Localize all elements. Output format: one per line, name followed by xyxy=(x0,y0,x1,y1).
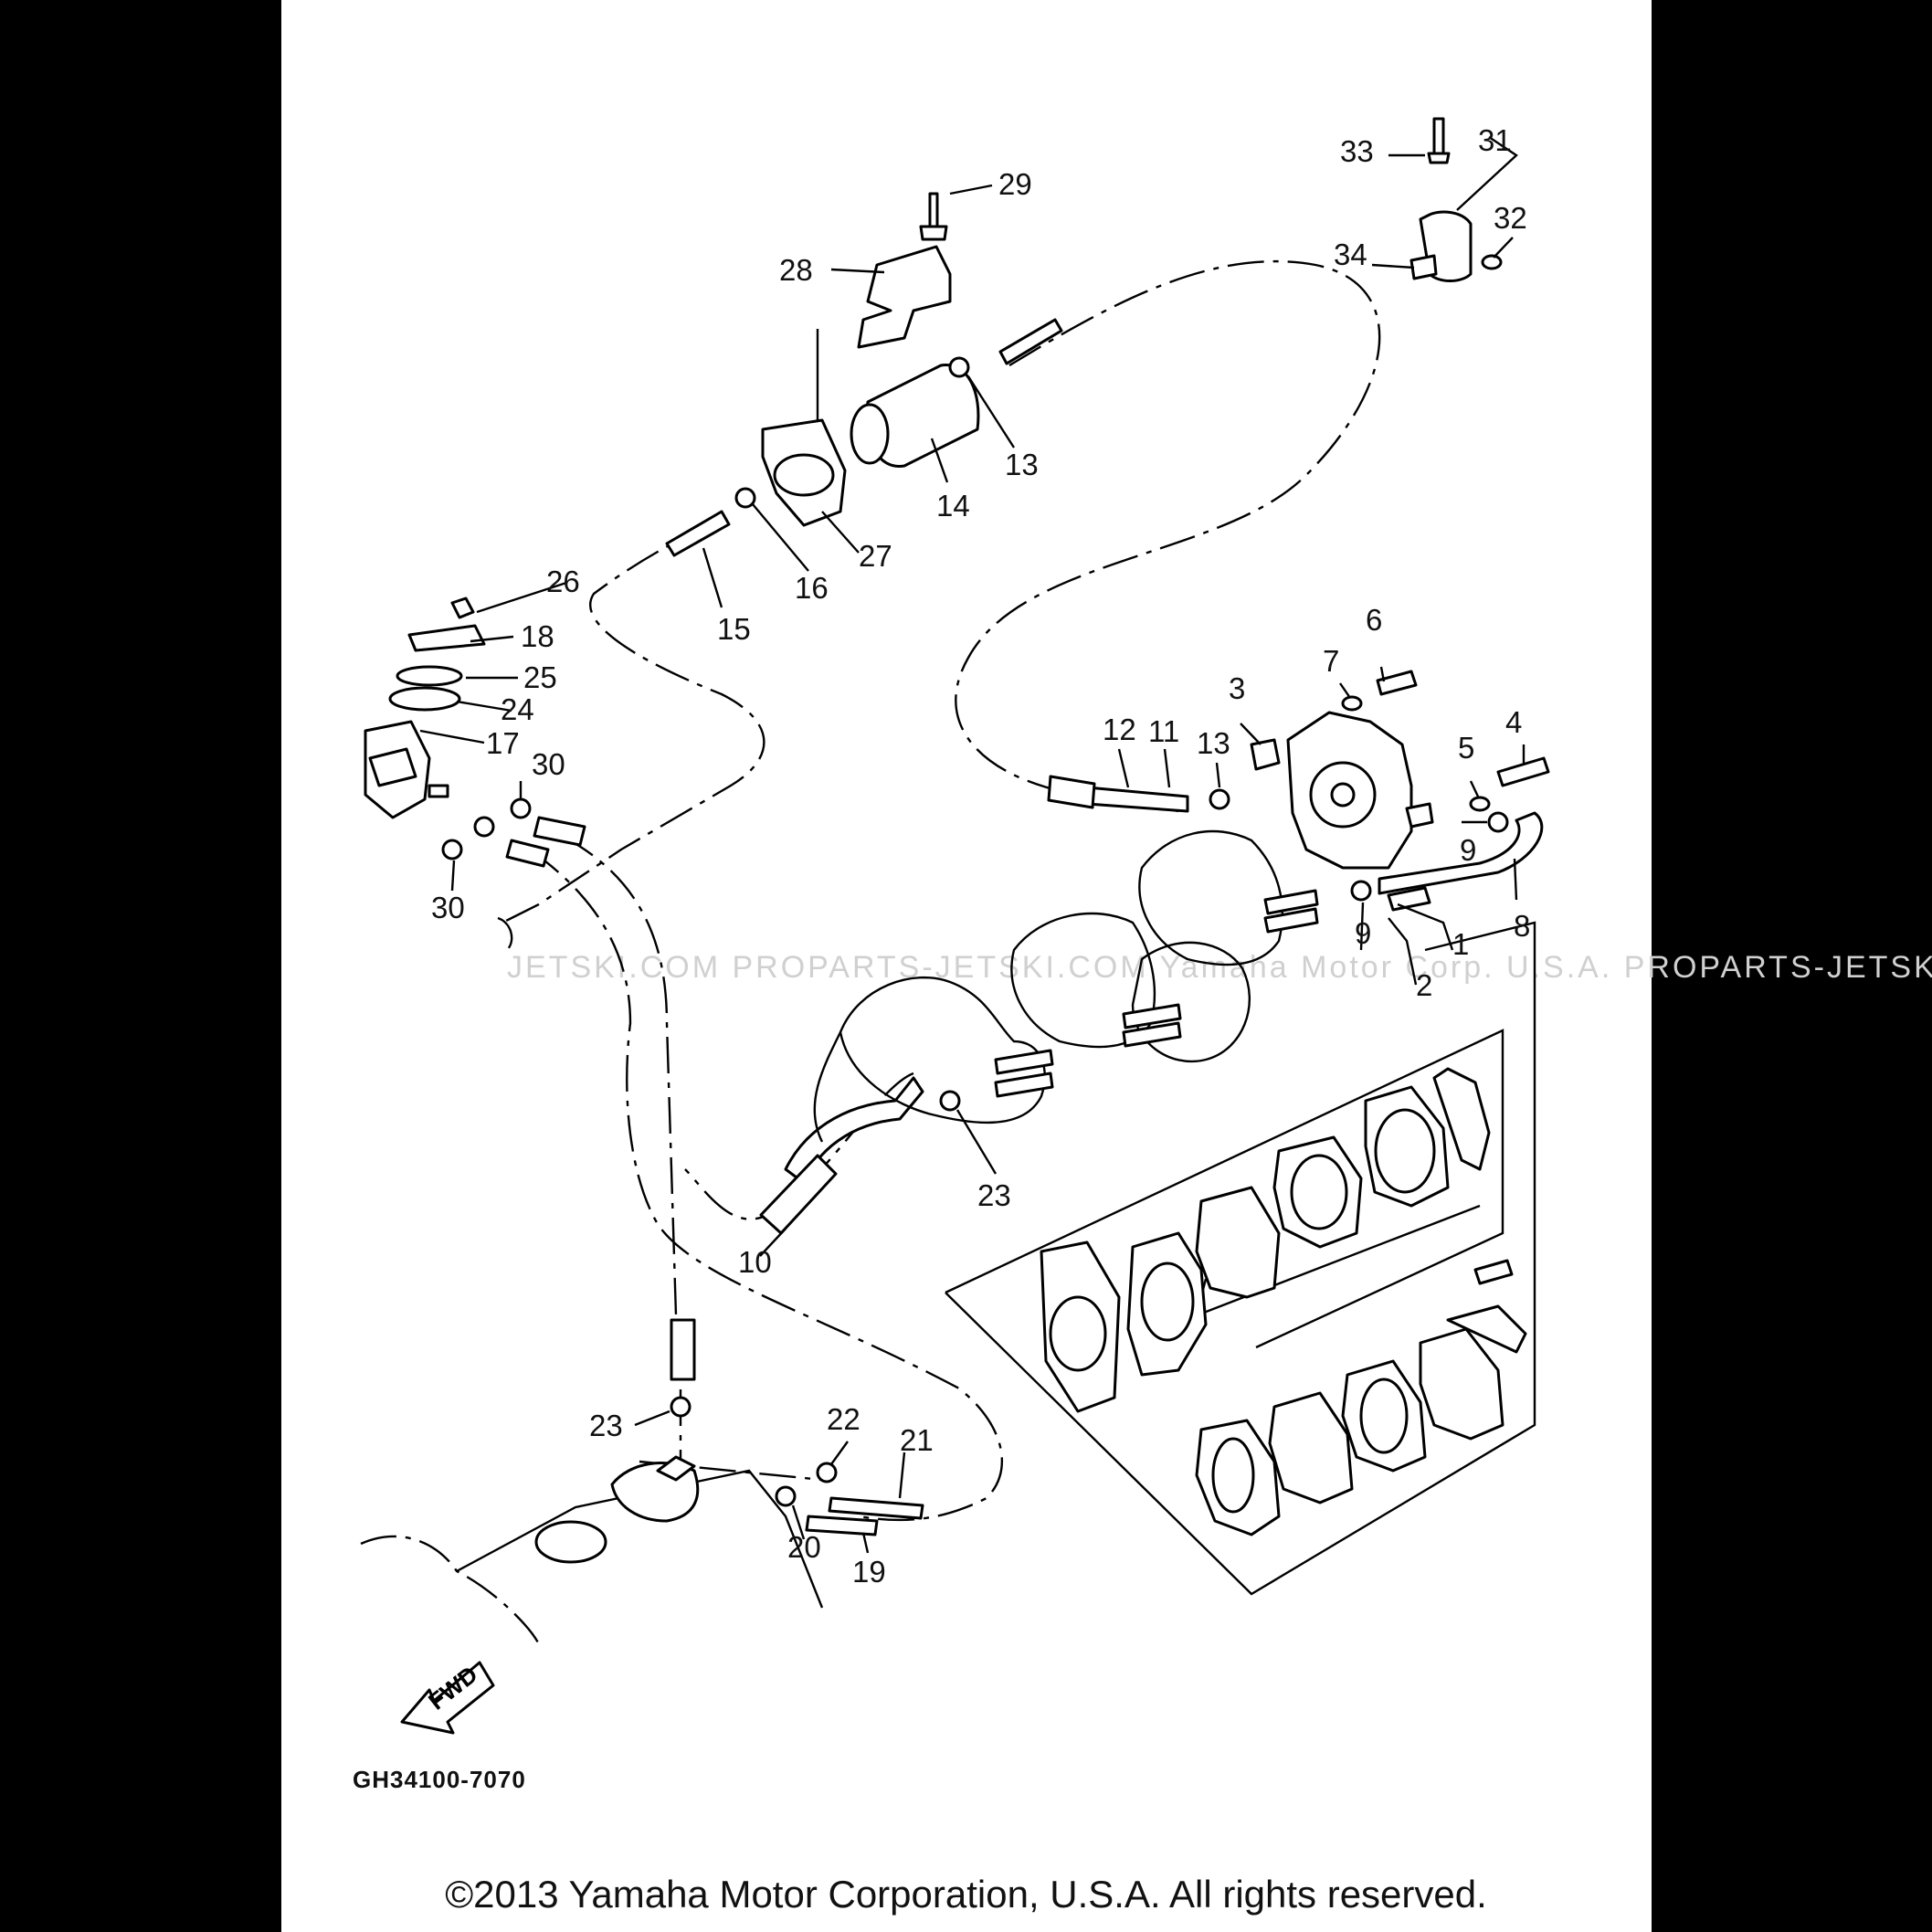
hose-21 xyxy=(828,1496,924,1520)
hose-segments xyxy=(505,318,1544,1536)
callout-10: 10 xyxy=(738,1245,772,1279)
callout-21: 21 xyxy=(900,1423,934,1457)
hose-11 xyxy=(1085,786,1189,813)
callout-9-lower: 9 xyxy=(1355,916,1371,950)
plate-18 xyxy=(407,624,486,652)
callout-23-carb: 23 xyxy=(977,1178,1011,1212)
carburetor-3 xyxy=(1138,829,1283,966)
callout-29: 29 xyxy=(998,167,1032,201)
fuel-tank xyxy=(360,1396,838,1645)
callout-13-filter: 13 xyxy=(1005,448,1039,481)
clip-30-c xyxy=(441,839,463,860)
washer-32 xyxy=(1481,254,1503,270)
washer-24 xyxy=(388,686,461,712)
part-code: GH34100-7070 xyxy=(353,1766,526,1793)
callout-18: 18 xyxy=(521,619,554,653)
callout-14: 14 xyxy=(936,489,970,523)
callout-22: 22 xyxy=(827,1402,860,1436)
hose-10-end xyxy=(759,1154,838,1235)
clamp-23-carb xyxy=(939,1090,961,1112)
clamp-9-a xyxy=(1487,811,1509,833)
callout-33: 33 xyxy=(1340,134,1374,168)
gasket-25 xyxy=(396,665,463,687)
callout-19: 19 xyxy=(852,1555,886,1589)
callout-30-upper: 30 xyxy=(532,747,565,781)
callout-23-tank: 23 xyxy=(589,1409,623,1442)
callout-30-lower: 30 xyxy=(431,891,465,924)
callout-24: 24 xyxy=(501,692,534,726)
callout-labels: 1 2 3 4 5 6 7 8 9 9 10 11 12 13 13 14 15… xyxy=(431,123,1530,1589)
callout-27: 27 xyxy=(859,539,892,573)
copyright-notice: ©2013 Yamaha Motor Corporation, U.S.A. A… xyxy=(445,1873,1487,1916)
callout-8: 8 xyxy=(1514,909,1530,943)
clip-30-b xyxy=(473,816,495,838)
callout-34: 34 xyxy=(1334,238,1367,271)
screw-29 xyxy=(919,225,948,241)
callout-32: 32 xyxy=(1494,201,1527,235)
strap-34 xyxy=(1409,254,1438,280)
pump-repair-kit-inset xyxy=(945,921,1536,1596)
clamp-22 xyxy=(816,1462,838,1483)
hose-15 xyxy=(665,510,731,557)
callout-16: 16 xyxy=(795,571,829,605)
hose-upper-end xyxy=(998,318,1063,365)
tank-cap xyxy=(534,1520,607,1564)
bolt-4 xyxy=(1496,756,1550,787)
watermark-text: JETSKI.COM PROPARTS-JETSKI.COM Yamaha Mo… xyxy=(507,950,1932,985)
fuel-filter-assembly xyxy=(734,192,980,527)
callout-28: 28 xyxy=(779,253,813,287)
clamp-23-tank xyxy=(670,1396,692,1418)
fuel-cock-assembly xyxy=(364,596,532,860)
callout-25: 25 xyxy=(523,660,557,694)
callout-9-pump: 9 xyxy=(1460,833,1476,867)
washer-7 xyxy=(1341,695,1363,712)
diagram-sheet xyxy=(281,0,1652,1932)
clamp-13-mid xyxy=(1209,788,1230,810)
kit-gasket-1 xyxy=(1195,1186,1281,1299)
callout-4: 4 xyxy=(1505,705,1522,739)
fuel-pump-and-carburetors xyxy=(813,670,1550,1143)
kit-screw xyxy=(1473,1259,1514,1285)
kit-cover-2 xyxy=(1419,1327,1504,1441)
callout-20: 20 xyxy=(787,1530,821,1564)
clamp-13-top xyxy=(948,356,970,378)
hose-19 xyxy=(805,1515,879,1536)
bolt-6 xyxy=(1376,670,1418,696)
callout-26: 26 xyxy=(546,565,580,598)
callout-3: 3 xyxy=(1229,671,1245,705)
callout-7: 7 xyxy=(1323,644,1339,678)
forward-direction-arrow: FWD xyxy=(400,1661,495,1735)
bushing-3 xyxy=(1250,738,1281,771)
callout-5: 5 xyxy=(1458,731,1474,765)
callout-13-pump: 13 xyxy=(1197,726,1230,760)
callout-1: 1 xyxy=(1452,927,1469,961)
callout-17: 17 xyxy=(486,726,520,760)
hose-8 xyxy=(1378,811,1544,895)
clamp-16 xyxy=(734,487,756,509)
clamp-20 xyxy=(775,1485,797,1507)
clamp-9-b xyxy=(1350,880,1372,902)
callout-11: 11 xyxy=(1148,714,1179,748)
hose-clamp-assembly xyxy=(1409,117,1503,282)
callout-15: 15 xyxy=(717,612,751,646)
hose-12-corrugated xyxy=(1047,775,1096,809)
callout-31: 31 xyxy=(1478,123,1512,157)
callout-2: 2 xyxy=(1416,968,1432,1002)
callout-leaders xyxy=(419,136,1526,1554)
callout-12: 12 xyxy=(1103,713,1136,746)
hose-23-vertical xyxy=(670,1318,696,1381)
bracket-28 xyxy=(857,245,952,349)
callout-6: 6 xyxy=(1366,603,1382,637)
washer-5 xyxy=(1469,796,1491,812)
bolt-26 xyxy=(450,596,475,619)
kit-diaphragm-3 xyxy=(1268,1391,1354,1504)
pin-33 xyxy=(1427,152,1451,164)
clip-30-a xyxy=(510,797,532,819)
